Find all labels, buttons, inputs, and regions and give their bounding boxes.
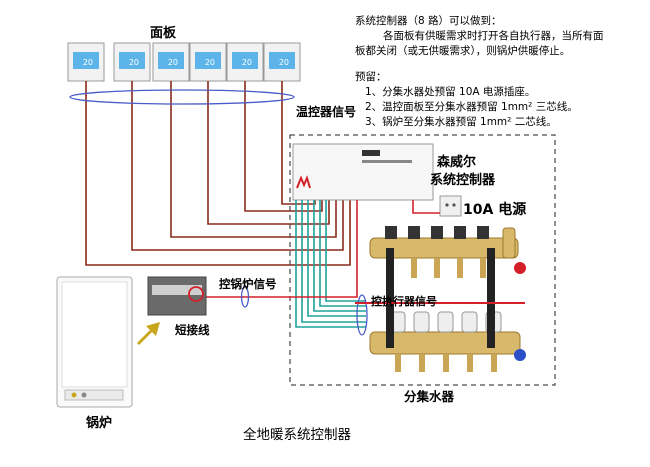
- system-controller: [292, 143, 434, 201]
- manifold-label: 分集水器: [404, 389, 455, 404]
- prep-item: 1、分集水器处预留 10A 电源插座。: [365, 86, 536, 98]
- thermostat-reading: 20: [279, 58, 289, 67]
- thermostat-panels: 20 20 20 20 20 20: [67, 42, 301, 82]
- short-wire-label: 短接线: [175, 323, 210, 337]
- manifold-enclosure: [289, 134, 556, 386]
- info-line: 各面板有供暖需求时打开各自执行器，当所有面: [383, 30, 604, 42]
- prep-item: 3、锅炉至分集水器预留 1mm² 二芯线。: [365, 116, 557, 128]
- boiler-unit: [56, 276, 133, 408]
- thermostat-signal-label: 温控器信号: [296, 105, 357, 119]
- thermostat-panel: 20: [189, 42, 227, 82]
- controller-label: 系统控制器: [430, 173, 496, 188]
- thermostat-signal-loop: [69, 89, 295, 105]
- info-line: 板都关闭（或无供暖需求），则锅炉供暖停止。: [355, 45, 571, 57]
- thermostat-panel: 20: [263, 42, 301, 82]
- manifold-bracket: [386, 248, 394, 348]
- prep-title: 预留：: [355, 71, 387, 83]
- thermostat-reading: 20: [205, 58, 215, 67]
- boiler-signal-label: 控锅炉信号: [219, 277, 277, 291]
- thermostat-reading: 20: [242, 58, 252, 67]
- thermostat-reading: 20: [83, 58, 93, 67]
- thermostat-reading: 20: [129, 58, 139, 67]
- thermostat-wires: [85, 81, 351, 266]
- boiler-label: 锅炉: [86, 416, 113, 431]
- thermostat-panel: 20: [67, 42, 105, 82]
- thermostat-panel: 20: [226, 42, 264, 82]
- power-outlet: [439, 195, 462, 217]
- boiler-signal-loop: [240, 286, 250, 308]
- actuator-signal-loop: [356, 294, 368, 336]
- brand-logo-icon: [296, 175, 311, 189]
- info-text-block: 系统控制器（8 路）可以做到： 各面板有供暖需求时打开各自执行器，当所有面 板都…: [355, 14, 645, 130]
- brand-label: 森威尔: [437, 155, 477, 170]
- actuator-signal-wire: [355, 302, 525, 304]
- thermostat-panel: 20: [152, 42, 190, 82]
- short-wire-photo: [147, 276, 207, 316]
- power-label: 10A 电源: [463, 202, 527, 218]
- power-wire: [412, 200, 440, 214]
- manifold-bracket: [487, 248, 495, 348]
- actuator-wires: [295, 200, 366, 328]
- prep-item: 2、温控面板至分集水器预留 1mm² 三芯线。: [365, 101, 578, 113]
- manifold-top: [369, 226, 526, 278]
- thermostat-panel: 20: [113, 42, 151, 82]
- panel-label: 面板: [150, 26, 177, 41]
- info-heading: 系统控制器（8 路）可以做到：: [355, 15, 502, 27]
- diagram-title: 全地暖系统控制器: [243, 427, 351, 443]
- thermostat-reading: 20: [168, 58, 178, 67]
- arrow-icon: [137, 322, 160, 345]
- actuator-signal-label: 控执行器信号: [371, 295, 437, 308]
